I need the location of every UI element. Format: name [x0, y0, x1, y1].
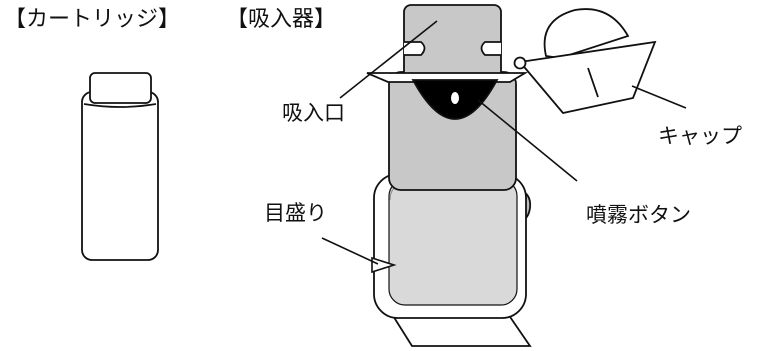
mouthpiece — [366, 72, 529, 120]
inhaler-case — [371, 173, 532, 319]
cartridge-body — [81, 91, 159, 261]
cartridge-rim — [83, 103, 157, 108]
cap-dome — [543, 8, 630, 59]
cap-hinge — [513, 56, 527, 70]
inhaler-header: 【吸入器】 — [226, 7, 337, 32]
scale-marker-icon — [371, 256, 397, 274]
cap-label: キャップ — [658, 124, 742, 148]
leader-lines — [321, 20, 687, 265]
leader-mouthpiece — [339, 20, 438, 99]
scale-label: 目盛り — [264, 201, 327, 225]
cap — [513, 8, 657, 114]
mouthpiece-label: 吸入口 — [282, 101, 345, 125]
cap-line — [587, 67, 599, 98]
case-window — [388, 179, 518, 306]
leader-cap — [631, 85, 687, 109]
leader-spray-button — [477, 99, 578, 182]
cartridge-top — [89, 72, 152, 104]
spray-hole-icon — [451, 92, 459, 104]
cartridge — [81, 72, 159, 261]
top-tab-slot-left — [404, 41, 426, 56]
top-tab-slot-right — [480, 41, 501, 56]
cartridge-header: 【カートリッジ】 — [4, 7, 181, 32]
cap-body — [518, 40, 657, 114]
spray-button-label: 噴霧ボタン — [586, 203, 691, 227]
leader-scale — [321, 237, 379, 265]
